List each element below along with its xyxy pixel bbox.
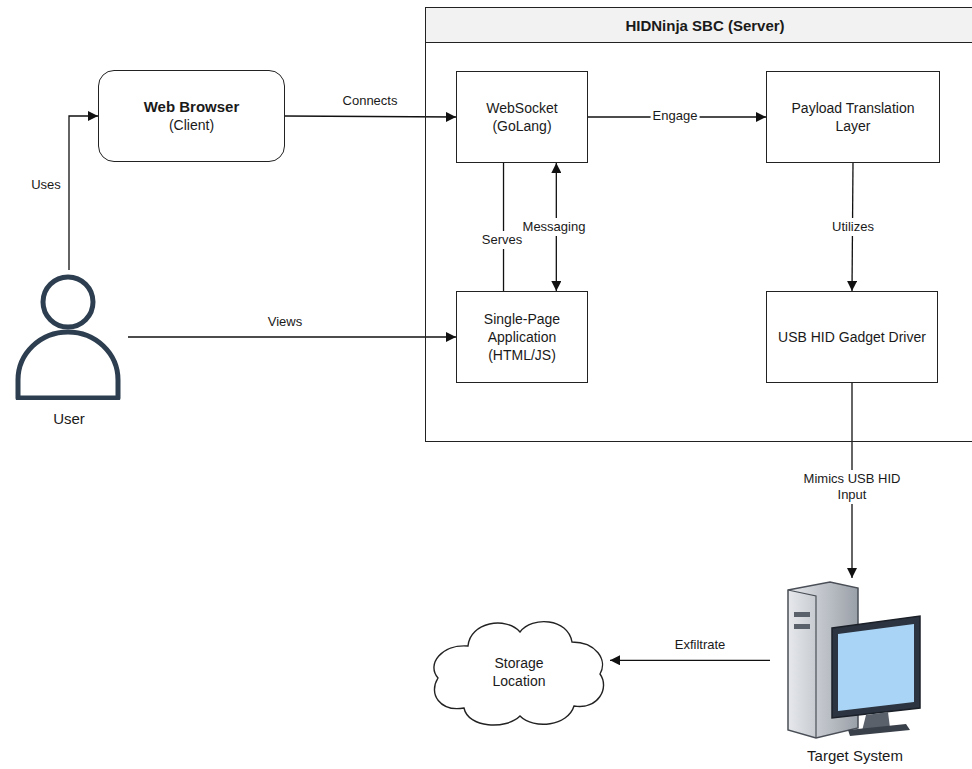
cloud-content: Storage Location [428, 612, 610, 732]
edge-label: Connects [341, 92, 400, 110]
box-content: Payload Translation Layer [775, 99, 931, 135]
connector [285, 116, 456, 117]
box-content: WebSocket (GoLang) [465, 99, 579, 135]
node-text: HIDNinja SBC (Server) [625, 17, 784, 34]
process-box: Single-Page Application (HTML/JS) [456, 291, 588, 383]
process-box: Payload Translation Layer [766, 71, 940, 163]
edge-label: Uses [29, 176, 63, 194]
computer-icon: Target System [770, 578, 940, 765]
connector [69, 116, 98, 270]
node-text: Payload Translation Layer [775, 99, 931, 135]
node-text: WebSocket (GoLang) [465, 99, 579, 135]
edge-label: Engage [651, 107, 700, 125]
edge-label: Messaging [521, 218, 588, 236]
server-container: WebSocket (GoLang) Payload Translation La… [425, 7, 972, 442]
client-box: Web Browser(Client) [98, 70, 285, 162]
node-text: User [10, 410, 128, 428]
container-header: HIDNinja SBC (Server) [426, 8, 972, 43]
person-icon [10, 270, 128, 400]
node-text: USB HID Gadget Driver [778, 328, 926, 346]
node-text: Storage Location [480, 654, 558, 690]
box-content: USB HID Gadget Driver [778, 328, 926, 346]
node-text: Target System [770, 747, 940, 765]
computer-label: Target System [770, 747, 940, 765]
edge-label: Mimics USB HID Input [797, 470, 907, 504]
box-content: Web Browser(Client) [144, 98, 240, 134]
edge-label: Exfiltrate [673, 636, 728, 654]
process-box: WebSocket (GoLang) [456, 71, 588, 163]
connector [128, 336, 456, 337]
edge-label: Views [266, 313, 304, 331]
user-actor: User [10, 270, 128, 428]
actor-label: User [10, 410, 128, 428]
edge-label: Utilizes [830, 218, 876, 236]
connector [503, 163, 504, 291]
node-text: Web Browser [144, 98, 240, 116]
box-content: Single-Page Application (HTML/JS) [465, 310, 579, 364]
computer-icon [770, 578, 940, 743]
edge-label: Serves [480, 231, 524, 249]
connector [610, 660, 770, 661]
node-text: Single-Page Application (HTML/JS) [465, 310, 579, 364]
process-box: USB HID Gadget Driver [766, 291, 938, 383]
storage-cloud: Storage Location [428, 612, 610, 732]
node-text: (Client) [144, 116, 240, 134]
cloud-shape [428, 612, 610, 732]
